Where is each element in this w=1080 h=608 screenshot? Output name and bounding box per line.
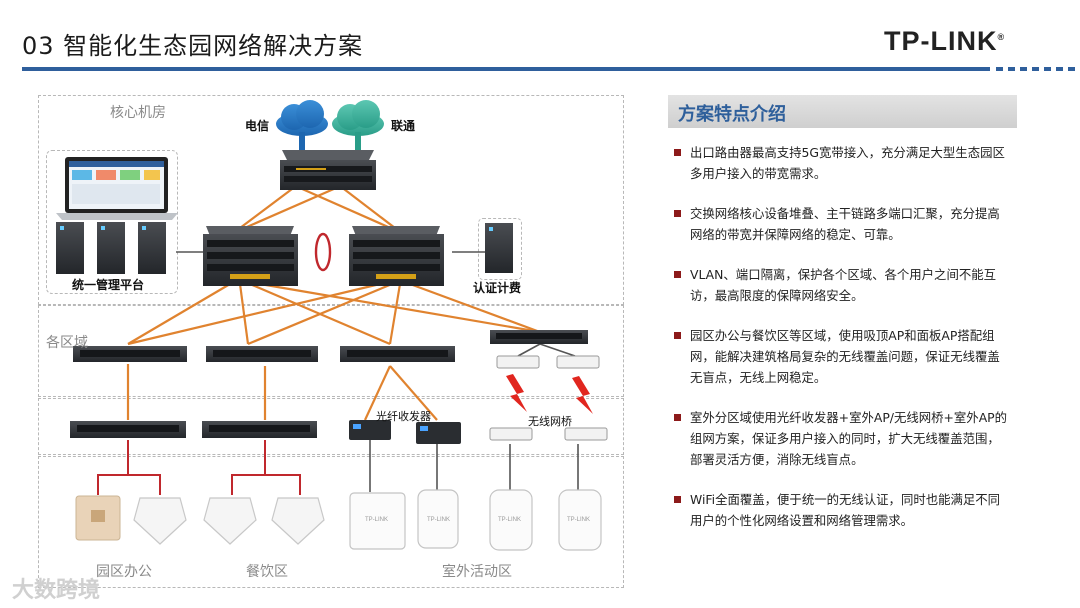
laptop-icon (56, 157, 178, 220)
wireless-bolt-2 (572, 376, 593, 414)
bullet-icon (674, 210, 681, 217)
access-switch-icons (70, 421, 317, 438)
zone-label-dining: 餐饮区 (246, 564, 288, 580)
svg-text:TP-LINK: TP-LINK (498, 517, 521, 523)
zone-label-outdoor: 室外活动区 (442, 564, 512, 580)
gray-links (176, 251, 579, 492)
svg-text:TP-LINK: TP-LINK (567, 517, 590, 523)
fiber-converter-label: 光纤收发器 (376, 410, 431, 423)
panel-title-bar: 方案特点介绍 (668, 95, 1017, 128)
brand-logo: TP-LINK® (884, 26, 1006, 56)
bullet-icon (674, 414, 681, 421)
page-title: 03 智能化生态园网络解决方案 (22, 32, 364, 60)
feature-item: 园区办公与餐饮区等区域，使用吸顶AP和面板AP搭配组网，能解决建筑格局复杂的无线… (672, 325, 1012, 388)
zone-access (38, 398, 624, 455)
cloud-telecom-icon (276, 100, 328, 150)
auth-server-icon (485, 223, 513, 273)
panel-title: 方案特点介绍 (678, 104, 786, 125)
management-platform-box (46, 150, 178, 294)
server-icons (56, 222, 166, 274)
core-switch-right-icon (349, 226, 444, 286)
ceiling-ap-icons (133, 497, 325, 545)
bullet-icon (674, 332, 681, 339)
management-platform-label: 统一管理平台 (72, 278, 145, 292)
bridge-icons (489, 355, 608, 441)
zone-label-core: 核心机房 (110, 105, 166, 121)
feature-item: VLAN、端口隔离，保护各个区域、各个用户之间不能互访，最高限度的保障网络安全。 (672, 264, 1012, 306)
feature-item: 出口路由器最高支持5G宽带接入，充分满足大型生态园区多用户接入的带宽需求。 (672, 142, 1012, 184)
header-rule (22, 67, 990, 71)
bullet-icon (674, 496, 681, 503)
bullet-icon (674, 149, 681, 156)
outdoor-ap-icons (349, 489, 602, 551)
red-links (97, 232, 332, 495)
fiber-converter-icons (349, 420, 461, 444)
feature-item: WiFi全面覆盖，便于统一的无线认证，同时也能满足不同用户的个性化网络设置和网络… (672, 489, 1012, 531)
cloud-unicom-icon (332, 100, 384, 150)
aggregation-switch-icons (73, 330, 588, 362)
auth-billing-label: 认证计费 (473, 281, 522, 295)
feature-item: 室外分区域使用光纤收发器+室外AP/无线网桥+室外AP的组网方案，保证多用户接入… (672, 407, 1012, 470)
footer-watermark: 大数跨境 (12, 578, 101, 603)
bullet-icon (674, 271, 681, 278)
zone-label-office: 园区办公 (96, 564, 152, 580)
zone-endpoints (38, 456, 624, 588)
orange-links (126, 185, 541, 421)
auth-server-box (478, 218, 522, 280)
wireless-bridge-label: 无线网桥 (528, 415, 572, 428)
wireless-bolt-1 (506, 374, 527, 412)
zone-regions (38, 305, 624, 397)
feature-list: 出口路由器最高支持5G宽带接入，充分满足大型生态园区多用户接入的带宽需求。 交换… (672, 142, 1012, 550)
isp-telecom-label: 电信 (245, 119, 270, 133)
zone-core-room (38, 95, 624, 305)
svg-text:TP-LINK: TP-LINK (427, 517, 450, 523)
isp-unicom-label: 联通 (391, 119, 416, 133)
svg-text:TP-LINK: TP-LINK (365, 517, 388, 523)
zone-label-regions: 各区域 (46, 335, 88, 351)
core-switch-left-icon (203, 226, 298, 286)
header-rule-dashes (996, 67, 1080, 71)
router-icon (280, 150, 376, 190)
feature-item: 交换网络核心设备堆叠、主干链路多端口汇聚，充分提高网络的带宽并保障网络的稳定、可… (672, 203, 1012, 245)
panel-ap-icon (75, 495, 121, 541)
